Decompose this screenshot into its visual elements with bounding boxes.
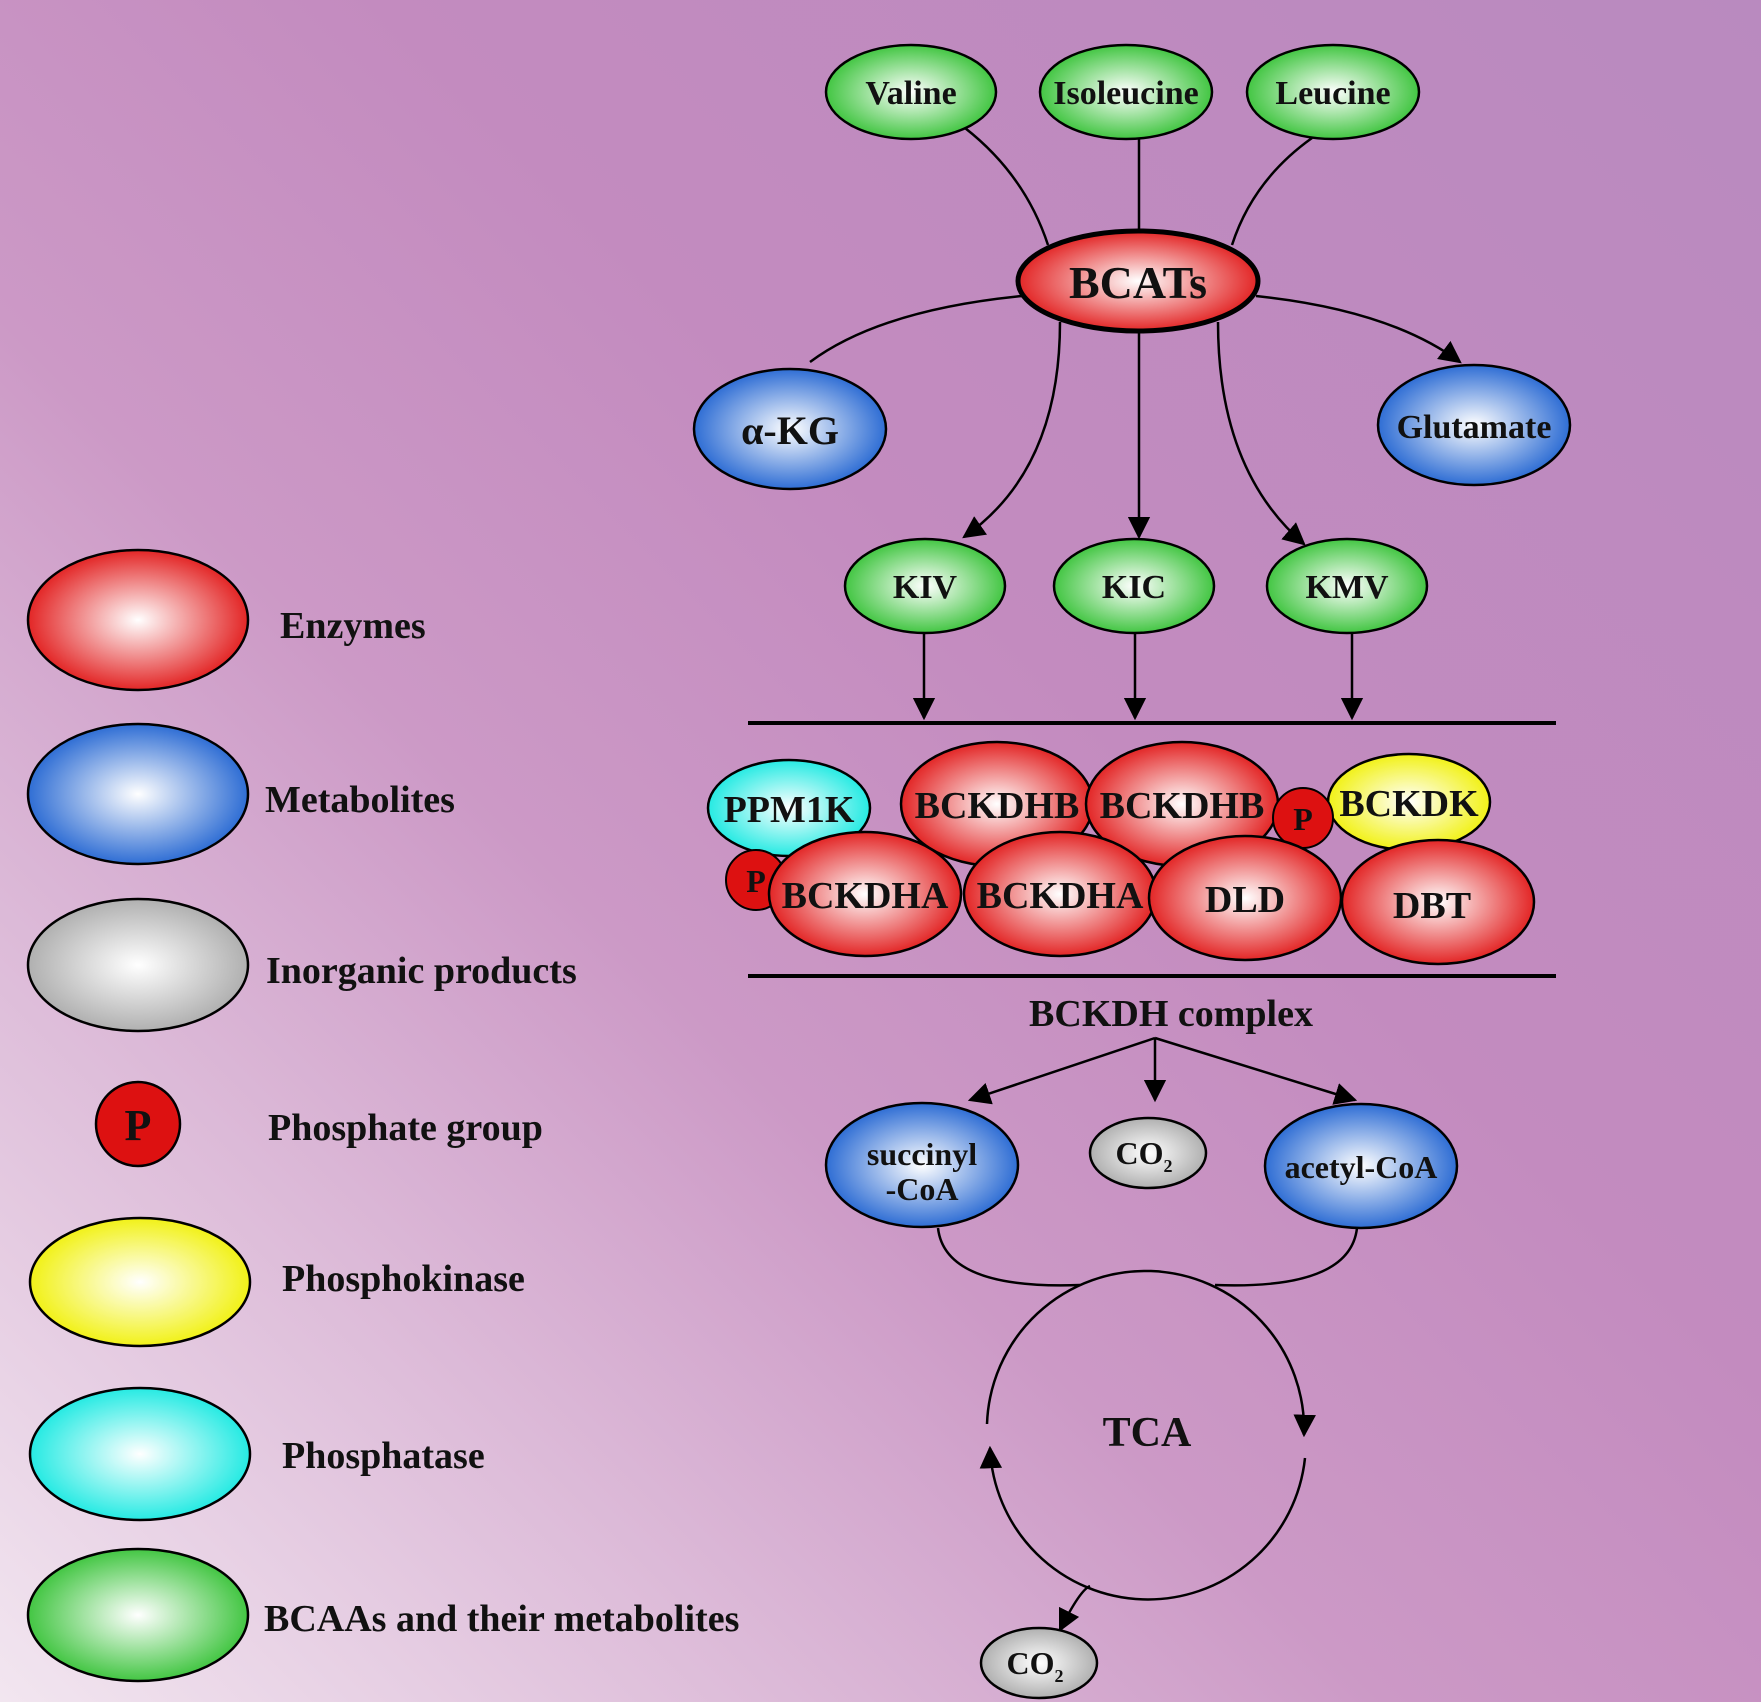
node-acetyl-coa-label: acetyl-CoA bbox=[1285, 1149, 1438, 1185]
node-dbt-label: DBT bbox=[1393, 885, 1471, 927]
node-bckdha-1 bbox=[767, 830, 963, 958]
node-kmv bbox=[1265, 537, 1429, 635]
node-co2-complex-label: CO2 bbox=[1116, 1135, 1173, 1176]
node-valine bbox=[824, 43, 998, 141]
node-co2-tca bbox=[979, 1626, 1099, 1700]
node-bckdha-1-label: BCKDHA bbox=[782, 875, 949, 917]
legend-label-enzymes: Enzymes bbox=[280, 605, 426, 647]
node-acetyl-coa bbox=[1263, 1102, 1459, 1230]
node-succinyl-coa bbox=[824, 1101, 1020, 1229]
node-bckdhb-2-label: BCKDHB bbox=[1100, 785, 1265, 827]
legend-swatch-enzymes bbox=[26, 548, 250, 692]
legend-label-inorganic: Inorganic products bbox=[266, 950, 577, 992]
legend-label-phosphate: Phosphate group bbox=[268, 1107, 543, 1149]
complex-label: BCKDH complex bbox=[1029, 993, 1313, 1035]
legend-phosphate-symbol: P bbox=[125, 1101, 152, 1150]
node-bckdhb-1-label: BCKDHB bbox=[915, 785, 1080, 827]
node-succinyl-coa-label-line2: -CoA bbox=[886, 1171, 959, 1207]
legend-swatch-inorganic bbox=[26, 897, 250, 1033]
legend-swatch-phosphatase bbox=[28, 1386, 252, 1522]
node-glutamate-label: Glutamate bbox=[1397, 409, 1552, 446]
node-bckdha-2-label: BCKDHA bbox=[977, 875, 1144, 917]
legend: Enzymes Metabolites Inorganic products P… bbox=[26, 548, 739, 1683]
phosphate-group-2-label: P bbox=[746, 863, 766, 899]
legend-swatch-bcaa bbox=[26, 1547, 250, 1683]
edge-complex-acetyl bbox=[1154, 1036, 1358, 1105]
node-isoleucine bbox=[1038, 43, 1214, 141]
node-leucine bbox=[1245, 43, 1421, 141]
node-isoleucine-label: Isoleucine bbox=[1053, 75, 1198, 112]
node-valine-label: Valine bbox=[865, 75, 956, 112]
legend-swatch-metabolites bbox=[26, 722, 250, 866]
tca-arc-top bbox=[985, 1269, 1316, 1438]
edge-valine-bcats bbox=[964, 127, 1050, 246]
co2-subscript: 2 bbox=[1164, 1156, 1173, 1176]
edge-bcats-kiv bbox=[962, 321, 1062, 539]
node-kic-label: KIC bbox=[1102, 569, 1166, 606]
node-dld-label: DLD bbox=[1205, 879, 1285, 921]
connectors bbox=[748, 127, 1556, 1633]
node-co2-complex bbox=[1088, 1116, 1208, 1190]
node-akg bbox=[692, 367, 888, 491]
node-kiv bbox=[843, 537, 1007, 635]
edge-akg-bcats bbox=[809, 294, 1023, 364]
edge-bcats-kmv bbox=[1216, 321, 1306, 546]
co2-out-subscript: 2 bbox=[1055, 1666, 1064, 1686]
node-bcats bbox=[1015, 228, 1261, 334]
legend-label-phosphatase: Phosphatase bbox=[282, 1435, 485, 1477]
edge-succinyl-tca bbox=[936, 1227, 1081, 1287]
edge-tca-co2 bbox=[1058, 1584, 1091, 1633]
node-bckdk-label: BCKDK bbox=[1339, 783, 1479, 825]
legend-label-bcaa: BCAAs and their metabolites bbox=[264, 1598, 739, 1640]
tca-label: TCA bbox=[1103, 1410, 1192, 1456]
tca-arc-bottom bbox=[979, 1445, 1307, 1601]
legend-swatch-phosphate bbox=[94, 1080, 182, 1168]
node-co2-tca-label: CO2 bbox=[1007, 1645, 1064, 1686]
node-dbt bbox=[1340, 838, 1536, 966]
edge-bcats-glutamate bbox=[1255, 294, 1462, 364]
edge-acetyl-tca bbox=[1214, 1227, 1359, 1287]
co2-out-main: CO bbox=[1007, 1645, 1055, 1681]
node-kiv-label: KIV bbox=[893, 569, 958, 606]
node-glutamate bbox=[1376, 363, 1572, 487]
legend-label-metabolites: Metabolites bbox=[265, 779, 455, 821]
legend-swatch-phosphokinase bbox=[28, 1216, 252, 1348]
node-ppm1k-label: PPM1K bbox=[724, 789, 855, 831]
edge-complex-succinyl bbox=[967, 1036, 1156, 1105]
node-akg-label: α-KG bbox=[741, 408, 839, 453]
bckdh-complex: PPM1K BCKDHB BCKDHB BCKDK P P BCKDHA BCK… bbox=[706, 740, 1536, 966]
legend-label-phosphokinase: Phosphokinase bbox=[282, 1258, 525, 1300]
phosphate-group-1-label: P bbox=[1293, 801, 1313, 837]
node-kic bbox=[1052, 537, 1216, 635]
node-kmv-label: KMV bbox=[1305, 569, 1389, 606]
node-succinyl-coa-label-line1: succinyl bbox=[867, 1136, 977, 1172]
node-bcats-label: BCATs bbox=[1069, 257, 1207, 308]
edge-leucine-bcats bbox=[1230, 136, 1313, 246]
co2-main: CO bbox=[1116, 1135, 1164, 1171]
node-leucine-label: Leucine bbox=[1275, 75, 1390, 112]
